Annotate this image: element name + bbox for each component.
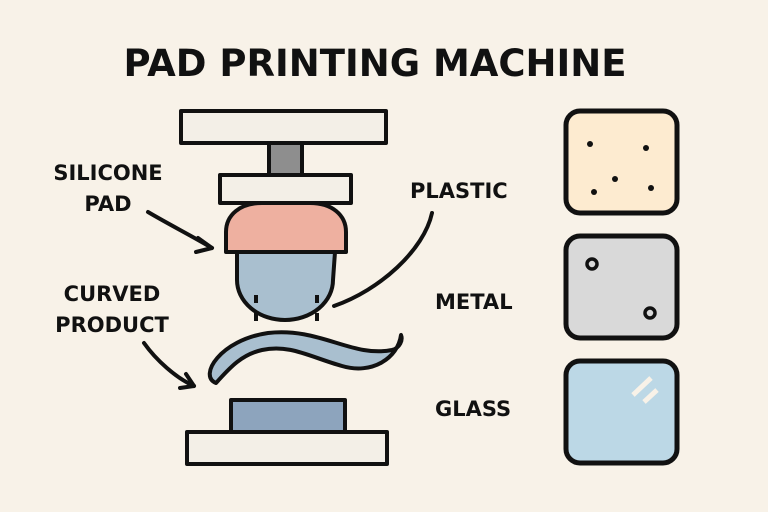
speckle-dot [591,189,597,195]
swatch-plastic [563,108,680,216]
swatch-glass [563,358,680,466]
arrowhead-icon [194,236,214,254]
speckle-dot [587,141,593,147]
rivet-icon [585,257,599,271]
pad-bottom [235,250,337,322]
product-fixture [229,398,347,434]
label-plastic: PLASTIC [410,179,508,203]
label-metal: METAL [435,290,513,314]
curved-product [207,330,404,385]
glare-line [631,376,653,397]
rivet-icon [643,306,657,320]
swatch-metal [563,233,680,341]
top-plate [179,109,388,145]
label-pad: PAD [84,192,131,216]
speckle-dot [643,145,649,151]
machine [179,109,404,466]
glare-line [642,388,659,404]
arrow-curved-product [142,341,196,388]
glass-glare-icon [631,376,659,404]
speckle-dot [648,185,654,191]
diagram-title: PAD PRINTING MACHINE [123,42,626,85]
arrowhead-icon [178,372,196,390]
piston [267,141,304,177]
label-silicone: SILICONE [53,161,162,185]
metal-rivets [585,257,657,320]
material-swatches [563,108,680,466]
pad-holder [218,173,353,205]
label-glass: GLASS [435,397,511,421]
speckle-dot [612,176,618,182]
base-plate [185,430,389,466]
label-curved: CURVED [64,282,161,306]
arrow-plastic [332,211,434,308]
plastic-speckles [587,141,654,195]
label-product: PRODUCT [55,313,169,337]
arrows [142,210,434,390]
silicone-pad [224,201,348,254]
